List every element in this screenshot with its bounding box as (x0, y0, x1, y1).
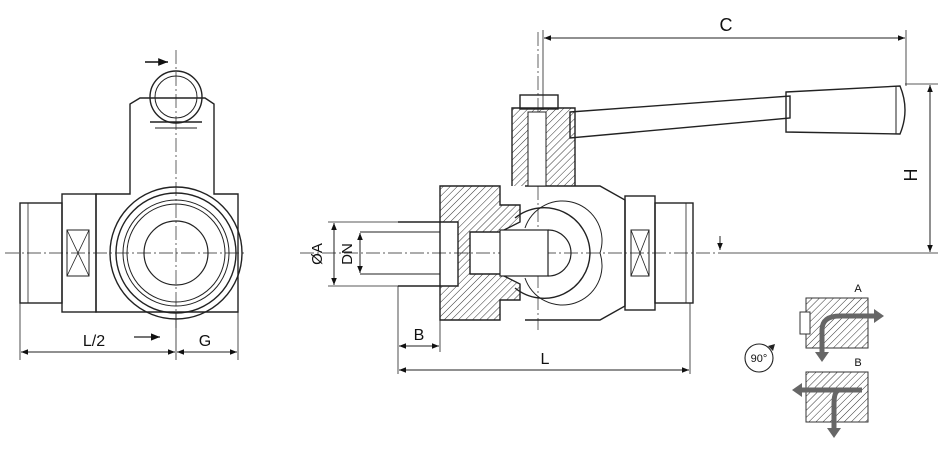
position-a-body (805, 297, 869, 349)
handle-lever (569, 95, 791, 139)
label-rotation: 90° (751, 353, 768, 365)
position-b-diagram (792, 371, 869, 438)
label-b: B (414, 327, 425, 344)
inlet-connector (398, 221, 441, 287)
rotation-icon (744, 343, 775, 373)
label-h: H (901, 169, 921, 182)
label-dn: DN (339, 243, 356, 265)
position-a-diagram (799, 297, 884, 362)
section-view (300, 30, 938, 374)
position-b-body (805, 371, 869, 423)
handle-grip (785, 85, 906, 135)
ball (514, 207, 591, 299)
label-position-a: A (854, 283, 862, 295)
label-position-b: B (854, 357, 861, 369)
label-l: L (541, 351, 550, 368)
side-body (95, 97, 239, 313)
outlet-connector (654, 202, 694, 304)
position-b-flow-path (800, 387, 862, 430)
side-view (5, 50, 245, 360)
position-a-flow-path (819, 313, 880, 355)
label-g: G (199, 333, 211, 350)
body-section-left (439, 185, 521, 321)
label-l-half: L/2 (83, 333, 105, 350)
label-c: C (720, 15, 733, 35)
label-oa: ØA (309, 243, 326, 265)
stem-nut (519, 94, 559, 110)
